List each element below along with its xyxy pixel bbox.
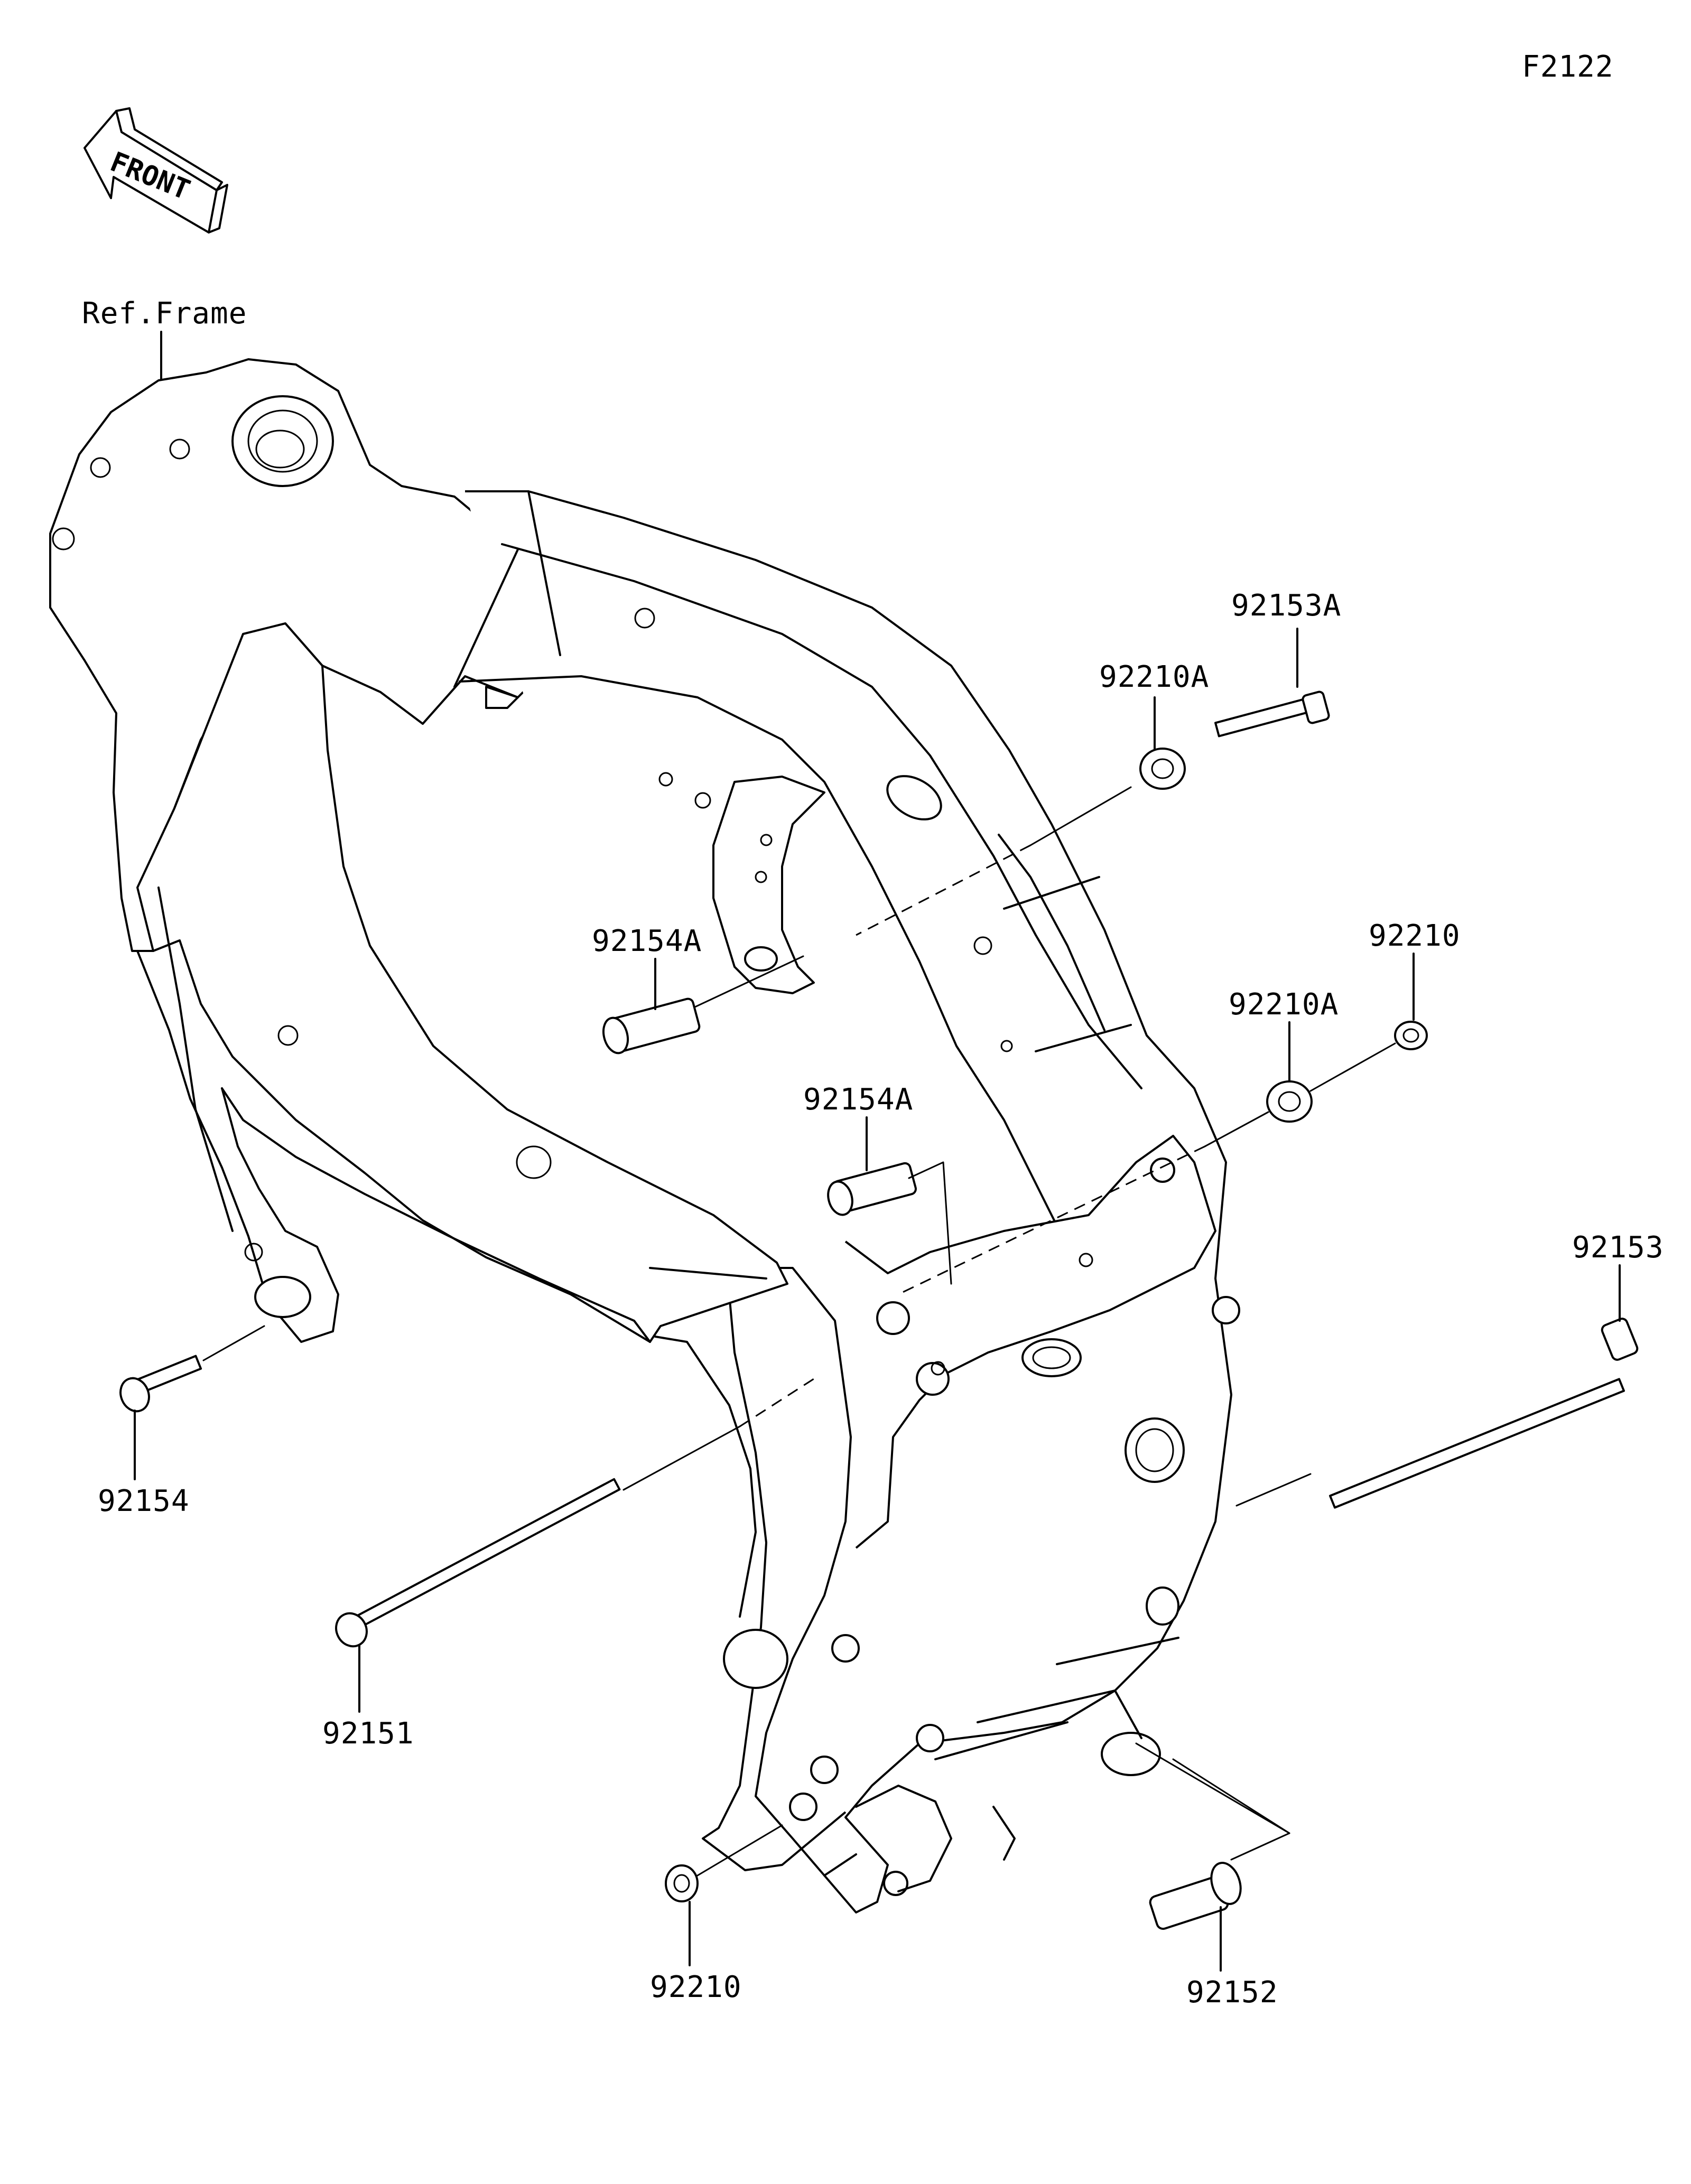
label-92154a-mid: 92154A xyxy=(803,1082,913,1117)
axis-dash-upper xyxy=(856,844,1031,936)
label-92210-bottom: 92210 xyxy=(650,1970,742,2004)
bolt-92151 xyxy=(335,1378,814,1713)
bolt-92154 xyxy=(119,1325,265,1480)
nut-92210a-mid xyxy=(1204,1021,1313,1147)
collar-92154a-upper xyxy=(602,958,701,1054)
label-92210-right: 92210 xyxy=(1369,919,1461,953)
label-92210a-mid: 92210A xyxy=(1229,987,1339,1022)
label-92153a: 92153A xyxy=(1231,589,1341,623)
label-92154: 92154 xyxy=(98,1484,190,1518)
nut-92210-bottom xyxy=(665,1824,783,1966)
label-92153: 92153 xyxy=(1572,1230,1664,1265)
nut-92210a-top xyxy=(1139,696,1186,790)
bolt-92153a xyxy=(1214,628,1330,738)
label-92210a-top: 92210A xyxy=(1099,660,1209,694)
collar-92152 xyxy=(1135,1742,1290,1972)
bolt-92153 xyxy=(1235,1264,1639,1509)
collar-92154a-mid xyxy=(827,1116,952,1285)
nut-92210-right xyxy=(1309,953,1428,1092)
diagram-code: F2122 xyxy=(1522,50,1614,84)
ref-frame-label: Ref.Frame xyxy=(82,296,247,331)
axis-line-upper xyxy=(1029,786,1132,846)
motorcycle-frame xyxy=(49,358,1240,1914)
label-92152: 92152 xyxy=(1186,1975,1278,2010)
label-92154a-upper: 92154A xyxy=(592,924,702,958)
front-arrow-icon: FRONT xyxy=(83,107,228,234)
label-92151: 92151 xyxy=(322,1716,414,1751)
